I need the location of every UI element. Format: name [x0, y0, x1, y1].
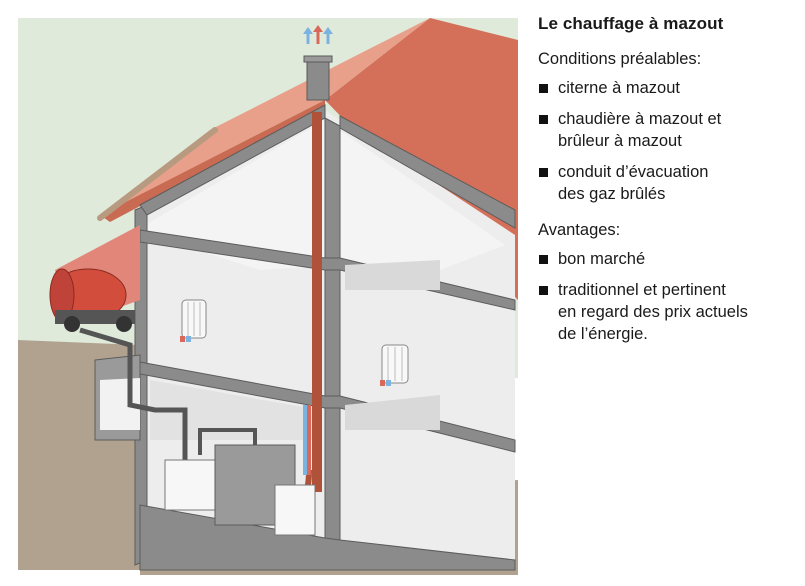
roof-left	[100, 18, 430, 215]
advantages-list: bon marché traditionnel et pertinent en …	[538, 248, 800, 345]
exhaust-arrows-icon	[303, 25, 333, 44]
list-item: traditionnel et pertinent en regard des …	[538, 279, 800, 345]
list-item-label: chaudière à mazout et brûleur à mazout	[558, 110, 722, 150]
bullet-icon	[539, 168, 548, 177]
list-item-label: bon marché	[558, 250, 646, 268]
gutter	[97, 127, 218, 221]
room-upper-right-back	[345, 260, 440, 290]
house-heating-illustration	[18, 18, 518, 575]
boiler-connection	[198, 428, 257, 455]
room-mid-right-back	[345, 395, 440, 430]
chimney	[306, 59, 330, 101]
house-walls	[134, 104, 516, 571]
list-item-label: citerne à mazout	[558, 79, 680, 97]
hot-pipe	[307, 405, 311, 475]
radiator-icon	[180, 299, 207, 342]
bullet-icon	[539, 255, 548, 264]
prerequisites-heading: Conditions préalables:	[538, 50, 702, 68]
list-item-label: conduit d’évacuation des gaz brûlés	[558, 163, 709, 203]
panel-title: Le chauffage à mazout	[538, 14, 724, 33]
flue-pipe	[312, 112, 322, 492]
oil-line	[79, 327, 188, 460]
bullet-icon	[539, 286, 548, 295]
info-panel: Le chauffage à mazout Conditions préalab…	[538, 14, 800, 361]
oil-tank-icon	[49, 225, 140, 332]
radiator-icon	[380, 344, 409, 386]
list-item-label: traditionnel et pertinent en regard des …	[558, 281, 748, 343]
list-item: citerne à mazout	[538, 77, 800, 99]
prerequisites-list: citerne à mazout chaudière à mazout et b…	[538, 77, 800, 205]
room-lower-left-back	[150, 380, 320, 440]
list-item: conduit d’évacuation des gaz brûlés	[538, 161, 800, 205]
burner-icon	[274, 484, 316, 536]
bullet-icon	[539, 115, 548, 124]
advantages-heading: Avantages:	[538, 221, 621, 239]
list-item: bon marché	[538, 248, 800, 270]
roof-left-edge	[100, 100, 325, 222]
chimney-cap	[303, 55, 333, 63]
bullet-icon	[539, 84, 548, 93]
list-item: chaudière à mazout et brûleur à mazout	[538, 108, 800, 152]
cold-pipe	[303, 405, 307, 475]
